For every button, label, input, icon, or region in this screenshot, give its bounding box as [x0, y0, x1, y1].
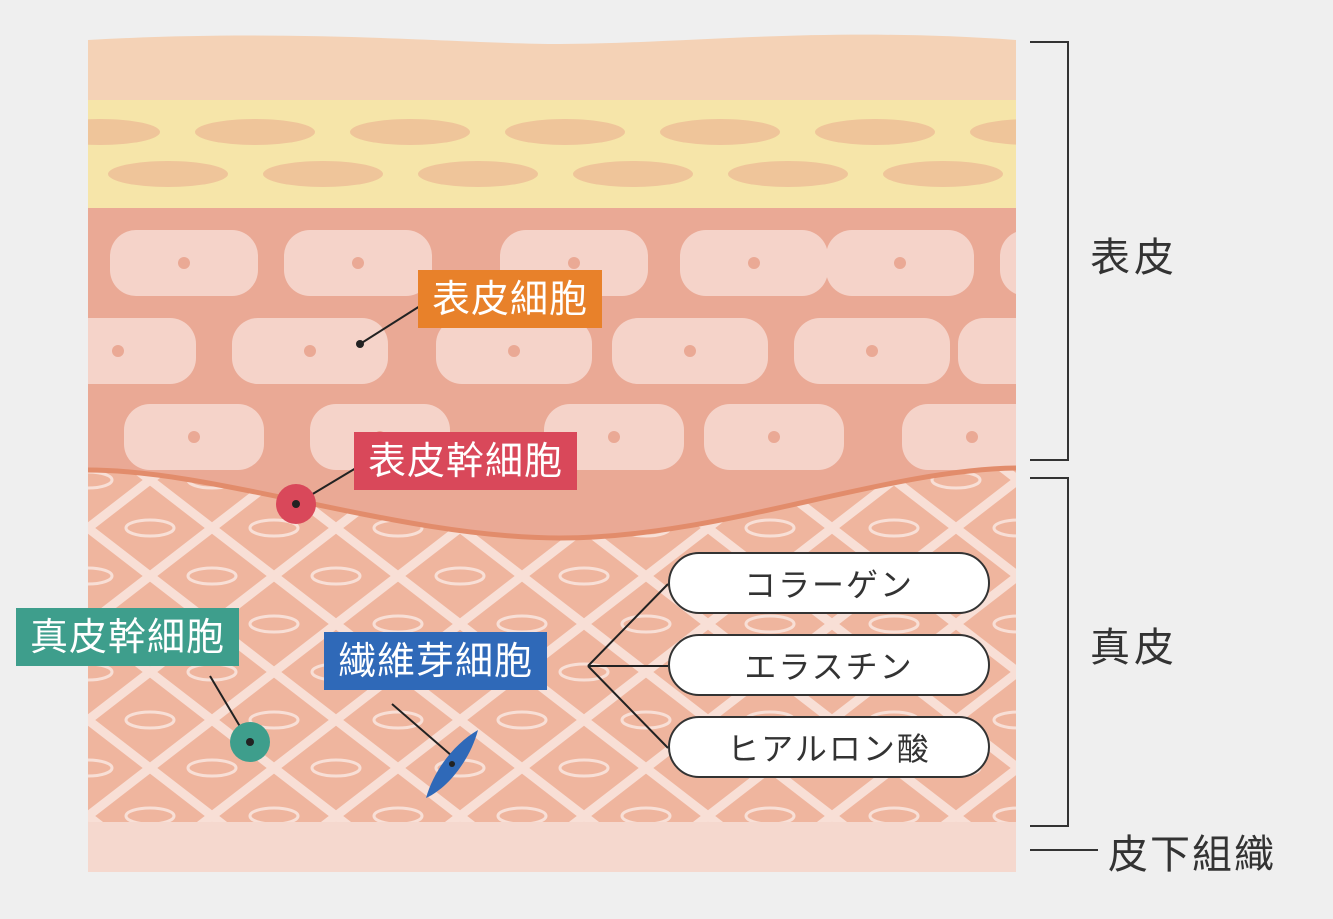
- cell-nucleus: [304, 345, 316, 357]
- epidermal-cell: [902, 404, 1016, 470]
- stratum-corneum: [88, 34, 1016, 100]
- epidermal-stem-cell-dot: [292, 500, 300, 508]
- hyaluronic-acid-leader: [587, 665, 669, 749]
- granular-cell: [418, 161, 538, 187]
- epidermal-cell: [88, 318, 196, 384]
- epidermal-cell: [1000, 232, 1016, 294]
- dermis-layer-label: 真皮: [1090, 625, 1178, 671]
- granular-cell: [108, 161, 228, 187]
- epidermis-layer-label: 表皮: [1090, 235, 1178, 281]
- granular-cell: [883, 161, 1003, 187]
- epidermal-cells: [88, 230, 1080, 470]
- cell-nucleus: [112, 345, 124, 357]
- dermal-stem-cell-dot: [246, 738, 254, 746]
- granular-cell: [815, 119, 935, 145]
- cell-nucleus: [748, 257, 760, 269]
- epidermal-cell: [958, 318, 1016, 384]
- granular-layer: [88, 98, 1016, 208]
- epidermal-stem-cell-label: 表皮幹細胞: [354, 432, 578, 490]
- granular-cell: [195, 119, 315, 145]
- dermis-bracket: [1030, 477, 1069, 827]
- basement-membrane: [88, 465, 1016, 541]
- granular-cell: [970, 119, 1016, 145]
- granular-cell: [573, 161, 693, 187]
- cell-nucleus: [768, 431, 780, 443]
- granular-cell: [263, 161, 383, 187]
- fibroblast-cell-dot: [449, 761, 455, 767]
- granular-cell: [728, 161, 848, 187]
- hyaluronic-acid-pill: ヒアルロン酸: [668, 716, 990, 778]
- fibroblast-leader: [391, 703, 453, 757]
- cell-nucleus: [608, 431, 620, 443]
- cell-nucleus: [1030, 345, 1042, 357]
- cell-nucleus: [178, 257, 190, 269]
- cell-nucleus: [188, 431, 200, 443]
- granular-cell: [660, 119, 780, 145]
- dermal-stem-cell-label: 真皮幹細胞: [16, 608, 240, 666]
- granular-cell: [505, 119, 625, 145]
- fibroblast-label: 繊維芽細胞: [324, 632, 548, 690]
- cell-nucleus: [684, 345, 696, 357]
- epidermal-cell-leader: [359, 305, 421, 345]
- epidermis-bracket: [1030, 41, 1069, 461]
- epidermal-cell-label: 表皮細胞: [418, 270, 603, 328]
- cell-nucleus: [352, 257, 364, 269]
- granular-cell: [88, 119, 160, 145]
- epidermal-cell-pointer-dot: [356, 340, 364, 348]
- cell-nucleus: [966, 431, 978, 443]
- subcutaneous-layer-label: 皮下組織: [1108, 832, 1276, 878]
- cell-nucleus: [568, 257, 580, 269]
- collagen-leader: [587, 583, 669, 667]
- granular-cells: [88, 119, 1016, 187]
- elastin-pill: エラスチン: [668, 634, 990, 696]
- cell-nucleus: [508, 345, 520, 357]
- cell-nucleus: [866, 345, 878, 357]
- cell-nucleus: [1068, 257, 1080, 269]
- granular-cell: [350, 119, 470, 145]
- cell-nucleus: [894, 257, 906, 269]
- collagen-pill: コラーゲン: [668, 552, 990, 614]
